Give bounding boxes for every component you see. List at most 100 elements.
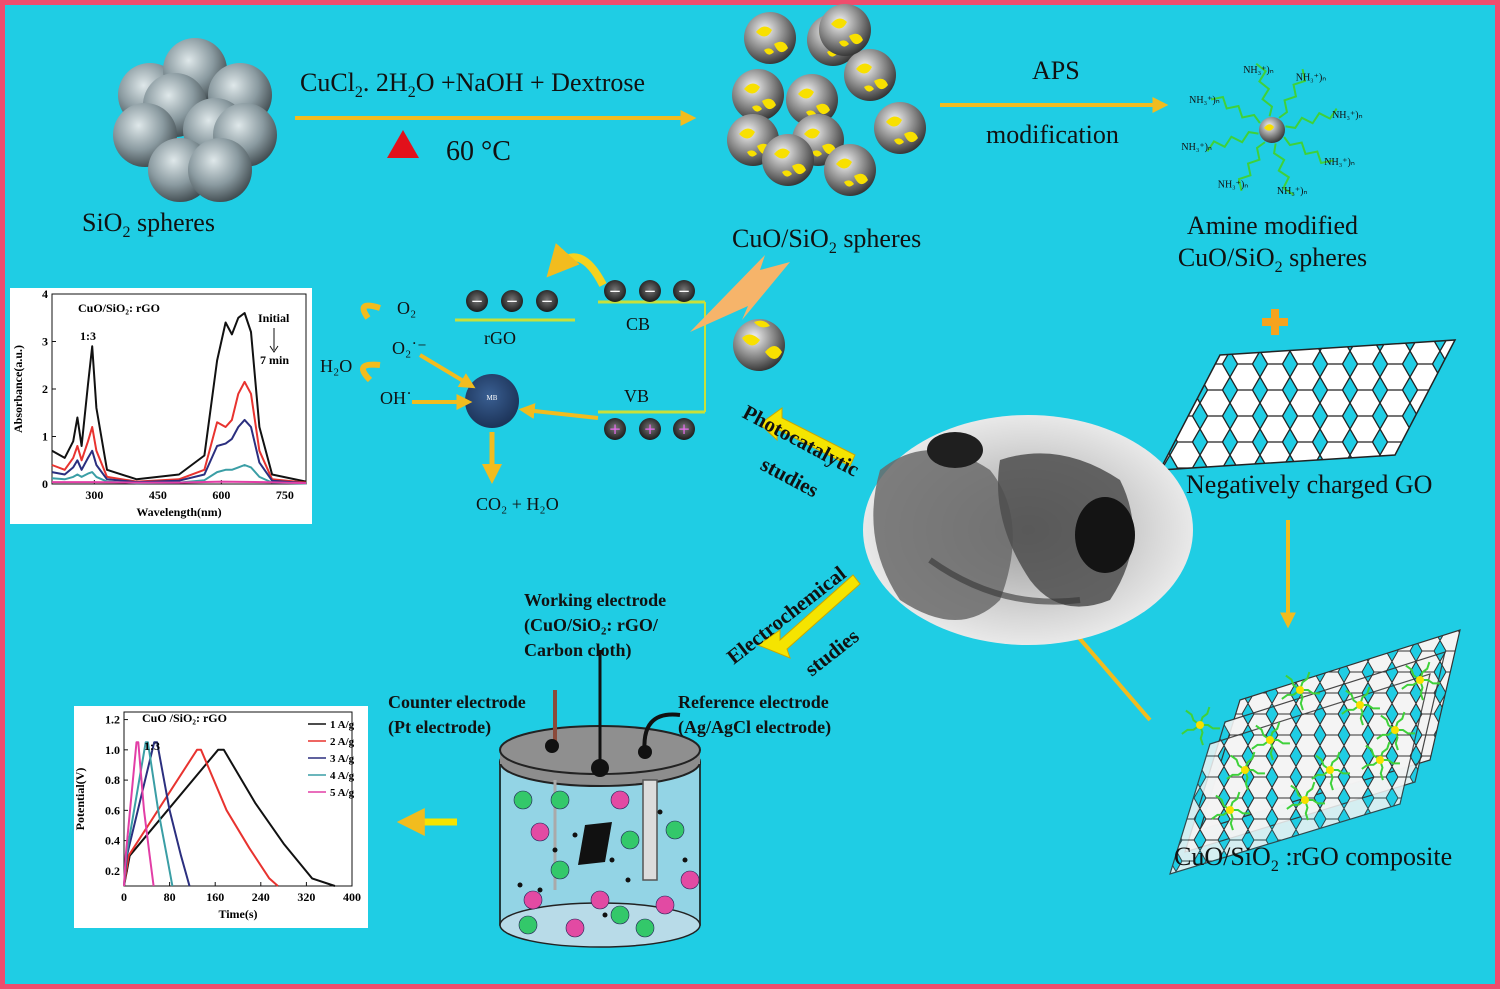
amine-cluster: [1281, 671, 1320, 711]
amine-chain: [1237, 141, 1266, 192]
hole-icon: +: [639, 418, 661, 440]
hole-icon: +: [604, 418, 626, 440]
temperature-label: 60 °C: [446, 136, 511, 167]
electron-icon: −: [673, 280, 695, 302]
o2-radical-label: O₂˙⁻: [392, 338, 427, 358]
svg-text:−: −: [506, 292, 519, 310]
amine-group-label: NH₃⁺)ₙ: [1277, 186, 1308, 197]
products-label: CO₂ + H₂O: [476, 494, 559, 514]
ratio-label: 1:3: [144, 739, 160, 753]
particle-dot: [682, 857, 688, 863]
time-arrow-head: [269, 345, 279, 353]
ion-icon: [680, 870, 700, 890]
amine-cluster: [1226, 751, 1265, 791]
amine-chain: [1273, 143, 1295, 196]
svg-text:+: +: [644, 420, 657, 438]
working-electrode-label: Working electrode(CuO/SiO₂: rGO/Carbon c…: [524, 590, 667, 660]
x-tick-label: 400: [343, 890, 361, 904]
particle-dot: [602, 912, 608, 918]
series-line: [51, 380, 307, 484]
x-tick-label: 0: [121, 890, 127, 904]
y-tick-label: 4: [42, 288, 48, 301]
amine-cluster: [1211, 791, 1250, 831]
vb-label: VB: [624, 386, 650, 406]
electron-icon: −: [501, 290, 523, 312]
ion-icon: [565, 918, 585, 938]
series-line: [123, 748, 279, 887]
svg-text:−: −: [471, 292, 484, 310]
y-tick-label: 1.0: [105, 743, 120, 757]
cuo-sio2-sphere: [732, 69, 784, 121]
amine-chain: [1206, 131, 1259, 153]
aps-label: APS: [1032, 56, 1080, 85]
ion-icon: [550, 790, 570, 810]
lightning-icon: [690, 255, 790, 332]
y-tick-label: 1: [42, 430, 48, 444]
svg-text:+: +: [609, 420, 622, 438]
x-tick-label: 160: [206, 890, 224, 904]
x-axis-label: Wavelength(nm): [136, 505, 221, 519]
particle-dot: [552, 847, 558, 853]
amine-chain: [1255, 62, 1274, 117]
legend-label: 5 A/g: [330, 787, 355, 799]
x-tick-label: 320: [297, 890, 315, 904]
svg-text:−: −: [609, 282, 622, 300]
amine-chain: [1278, 68, 1307, 119]
cuo-sio2-sphere: [744, 12, 796, 64]
time-annotation: 7 min: [260, 353, 289, 367]
reference-electrode-label: Reference electrode(Ag/AgCl electrode): [678, 692, 832, 737]
ion-icon: [635, 918, 655, 938]
series-line: [123, 741, 155, 887]
cuo-sio2-sphere-cluster: [727, 4, 926, 196]
electron-icon: −: [536, 290, 558, 312]
svg-text:−: −: [541, 292, 554, 310]
x-tick-label: 240: [252, 890, 270, 904]
particle-dot: [517, 882, 523, 888]
ratio-label: 1:3: [80, 329, 96, 343]
ion-icon: [590, 890, 610, 910]
oh-radical-label: OH˙: [380, 388, 412, 408]
rgo-label: rGO: [484, 328, 516, 348]
hole-icon: +: [673, 418, 695, 440]
y-tick-label: 0.2: [105, 864, 120, 878]
amine-cluster: [1376, 711, 1415, 751]
amine-cluster: [1251, 721, 1290, 761]
o2-label: O₂: [397, 298, 417, 318]
y-tick-label: 0.4: [105, 834, 120, 848]
amine-modified-sphere: NH₃⁺)ₙNH₃⁺)ₙNH₃⁺)ₙNH₃⁺)ₙNH₃⁺)ₙNH₃⁺)ₙNH₃⁺…: [1181, 62, 1363, 197]
cuo-sio2-sphere: [824, 144, 876, 196]
cb-label: CB: [626, 314, 651, 334]
amine-cluster: [1311, 751, 1350, 791]
series-line: [51, 418, 307, 485]
electrochemical-arrow: [756, 574, 861, 659]
series-line: [123, 748, 336, 887]
amine-cluster: [1286, 781, 1325, 821]
negatively-charged-go-label: Negatively charged GO: [1186, 470, 1433, 499]
series-line: [51, 312, 307, 483]
x-axis-label: Time(s): [218, 907, 257, 921]
composite-to-tem-arrow: [1063, 620, 1152, 722]
ion-icon: [610, 790, 630, 810]
cuo-sio2-sphere: [844, 49, 896, 101]
legend-label: 3 A/g: [330, 753, 355, 765]
electron-icon: −: [604, 280, 626, 302]
x-tick-label: 600: [212, 488, 230, 502]
chart-title: CuO/SiO₂: rGO: [78, 301, 160, 315]
amine-chain: [1285, 107, 1338, 129]
cuo-sio2-spheres-label: CuO/SiO2 spheres: [732, 224, 922, 258]
y-tick-label: 2: [42, 382, 48, 396]
sio2-spheres-label: SiO2 spheres: [82, 208, 215, 242]
mb-label: MB: [486, 394, 498, 402]
reagents-label: CuCl2. 2H2O +NaOH + Dextrose: [300, 68, 646, 102]
particle-dot: [625, 877, 631, 883]
amine-cluster: [1181, 706, 1220, 746]
series-line: [52, 480, 307, 485]
plus-icon: [1262, 309, 1288, 335]
counter-electrode-label: Counter electrode(Pt electrode): [388, 692, 526, 737]
cuo-sio2-sphere: [762, 134, 814, 186]
y-tick-label: 0.8: [105, 773, 120, 787]
photocatalytic-arrow: [759, 407, 856, 467]
composite-sheets: [1169, 629, 1461, 875]
